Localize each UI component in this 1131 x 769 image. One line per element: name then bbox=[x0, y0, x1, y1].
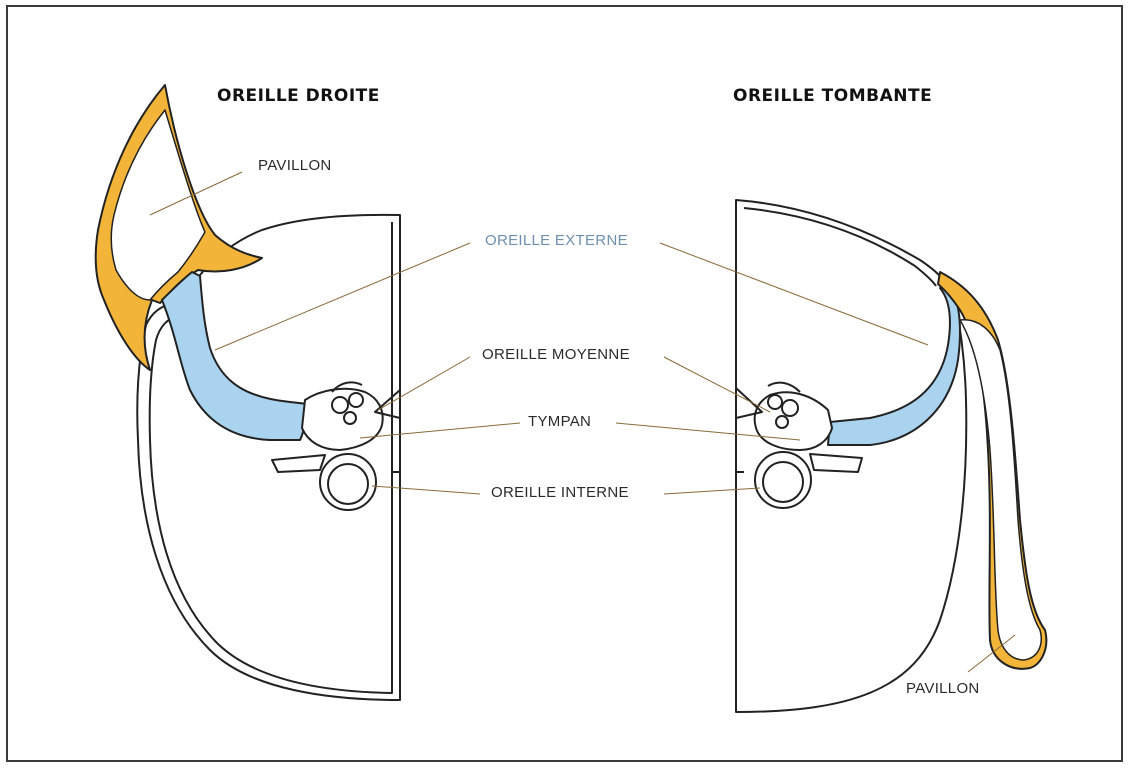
left-ear-drawing bbox=[96, 85, 400, 700]
left-inner-ear-inner bbox=[328, 464, 368, 504]
label-tympan: TYMPAN bbox=[528, 413, 591, 430]
left-ossicle-2 bbox=[349, 393, 363, 407]
right-tube bbox=[810, 454, 862, 472]
label-oreille-interne: OREILLE INTERNE bbox=[491, 484, 629, 501]
right-ossicle-2 bbox=[768, 395, 782, 409]
title-oreille-droite: OREILLE DROITE bbox=[217, 86, 380, 106]
label-pavillon-left: PAVILLON bbox=[258, 157, 332, 174]
left-ossicle-1 bbox=[332, 397, 348, 413]
right-ear-drawing bbox=[736, 200, 1046, 712]
title-oreille-tombante: OREILLE TOMBANTE bbox=[733, 86, 932, 106]
right-inner-ear-inner bbox=[763, 462, 803, 502]
left-ossicle-3 bbox=[344, 412, 356, 424]
right-ossicle-3 bbox=[776, 416, 788, 428]
label-oreille-externe: OREILLE EXTERNE bbox=[485, 232, 628, 249]
right-ossicle-1 bbox=[782, 400, 798, 416]
label-oreille-moyenne: OREILLE MOYENNE bbox=[482, 346, 630, 363]
right-pinna-inner bbox=[960, 320, 1041, 660]
label-pavillon-right: PAVILLON bbox=[906, 680, 980, 697]
